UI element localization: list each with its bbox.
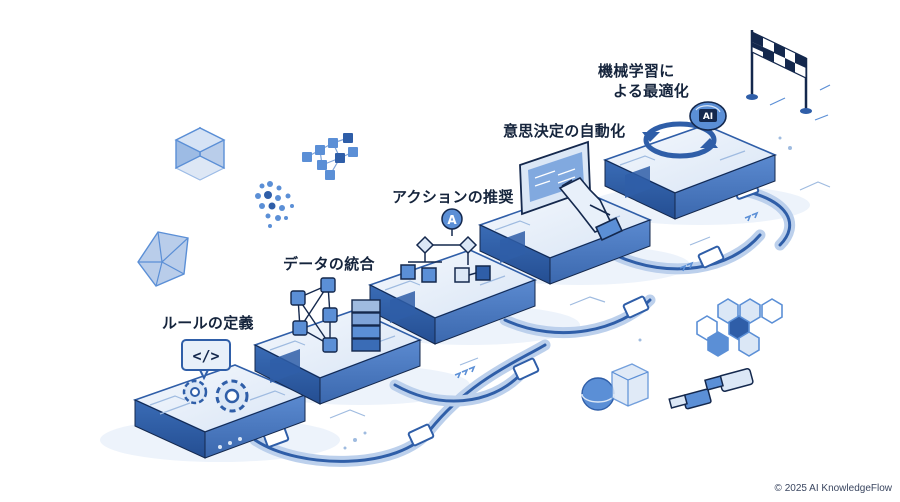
data-network-icon bbox=[290, 277, 338, 353]
cube-outline-icon bbox=[174, 126, 226, 181]
circuit-traces bbox=[329, 181, 831, 419]
database-icon bbox=[351, 299, 381, 352]
step-4-label: 意思決定の自動化 bbox=[503, 122, 626, 140]
code-symbol: </> bbox=[192, 347, 219, 365]
cable-connectors bbox=[262, 178, 760, 448]
step-1-label: ルールの定義 bbox=[162, 314, 254, 332]
step-5-label-line-2: よる最適化 bbox=[613, 82, 690, 100]
usb-plug-icon bbox=[668, 368, 754, 410]
step-2-label: データの統合 bbox=[283, 255, 375, 273]
sphere-cube-icon bbox=[581, 363, 649, 411]
gear-icon bbox=[182, 379, 249, 413]
step-5-label-line-1: 機械学習に bbox=[598, 62, 675, 80]
particle-cluster-icon bbox=[255, 181, 294, 228]
node-graph-icon bbox=[302, 133, 358, 180]
ai-brain-icon: AI bbox=[642, 101, 727, 159]
robot-hand-icon bbox=[558, 177, 623, 242]
step-3-label: アクションの推奨 bbox=[392, 188, 514, 206]
ai-badge: AI bbox=[703, 112, 713, 122]
checkered-flag-icon bbox=[746, 30, 831, 121]
copyright-notice: © 2025 AI KnowledgeFlow bbox=[774, 483, 892, 494]
hexagon-cluster-icon bbox=[696, 298, 783, 357]
action-badge: A bbox=[447, 213, 457, 227]
decision-flow-icon: A bbox=[400, 208, 491, 283]
motion-chevrons bbox=[454, 211, 759, 379]
polyhedron-icon bbox=[137, 231, 189, 287]
sparkle-dots bbox=[343, 136, 792, 450]
platform-bridges bbox=[270, 166, 650, 383]
code-bubble-icon: </> bbox=[181, 339, 231, 381]
